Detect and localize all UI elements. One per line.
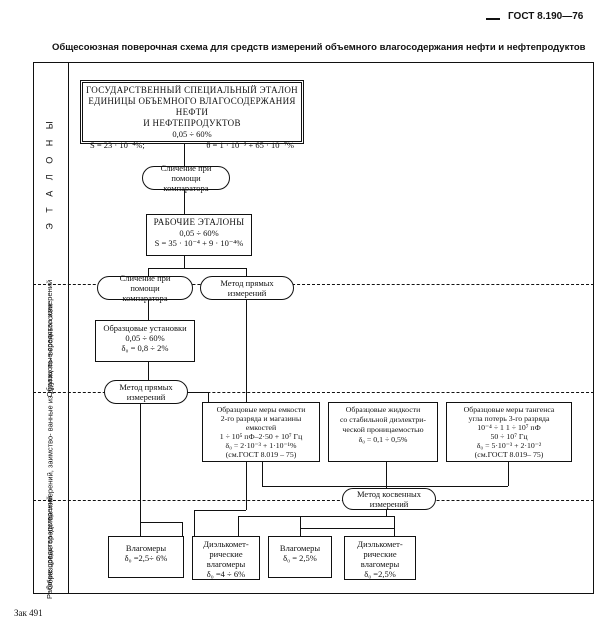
- work-instrument-delta: δ₀ =4 ÷ 6%: [206, 569, 246, 579]
- connector: [300, 528, 394, 530]
- work-instrument-3: Влагомеры δ₀ = 2,5%: [268, 536, 332, 578]
- separator-3: [33, 500, 594, 501]
- obr-ustanovki-delta: δ₀ = 0,8 ÷ 2%: [121, 343, 169, 353]
- connector: [148, 268, 246, 270]
- connector: [184, 188, 186, 214]
- direct-method-1: Метод прямых измерений: [200, 276, 294, 300]
- work-instrument-1: Влагомеры δ₀ =2,5÷ 6%: [108, 536, 184, 578]
- header-dash: [486, 18, 500, 20]
- connector: [386, 508, 388, 516]
- working-etalon-s: S = 35 · 10⁻⁴ + 9 · 10⁻⁴%: [154, 238, 244, 248]
- connector: [262, 462, 264, 486]
- indirect-method: Метод косвенных измерений: [342, 488, 436, 510]
- connector: [140, 404, 142, 536]
- section-label-column: [33, 62, 69, 594]
- state-etalon-title: ГОСУДАРСТВЕННЫЙ СПЕЦИАЛЬНЫЙ ЭТАЛОН ЕДИНИ…: [86, 85, 298, 128]
- work-instrument-name: Влагомеры: [279, 543, 321, 553]
- connector: [246, 268, 248, 276]
- connector: [184, 392, 208, 394]
- connector: [148, 268, 150, 276]
- obr-ustanovki-title: Образцовые установки: [103, 323, 187, 333]
- page-title: Общесоюзная поверочная схема для средств…: [52, 42, 586, 53]
- stable-liquids-box: Образцовые жидкости со стабильной диэлек…: [328, 402, 438, 462]
- connector: [262, 486, 508, 488]
- scheme-frame: [33, 62, 594, 594]
- work-instrument-name: Диэлькомет- рические влагомеры: [203, 539, 249, 569]
- capacity-measures-box: Образцовые меры емкости 2-го разряда и м…: [202, 402, 320, 462]
- connector: [394, 516, 396, 536]
- footer-order: Зак 491: [14, 608, 43, 618]
- connector: [238, 516, 394, 518]
- connector: [194, 510, 196, 536]
- work-instrument-delta: δ₀ = 2,5%: [283, 553, 317, 563]
- working-etalon-range: 0,05 ÷ 60%: [179, 228, 219, 238]
- standard-code: ГОСТ 8.190—76: [508, 11, 584, 22]
- separator-1: [33, 284, 594, 285]
- working-etalon-box: РАБОЧИЕ ЭТАЛОНЫ 0,05 ÷ 60% S = 35 · 10⁻⁴…: [146, 214, 252, 256]
- obr-ustanovki-range: 0,05 ÷ 60%: [125, 333, 165, 343]
- connector: [508, 462, 510, 486]
- connector: [140, 522, 182, 524]
- connector: [208, 392, 210, 402]
- work-instrument-name: Диэлькомет- рические влагомеры: [357, 539, 403, 569]
- work-instrument-delta: δ₀ =2,5%: [364, 569, 396, 579]
- connector: [300, 516, 302, 536]
- obr-ustanovki-box: Образцовые установки 0,05 ÷ 60% δ₀ = 0,8…: [95, 320, 195, 362]
- working-etalon-title: РАБОЧИЕ ЭТАЛОНЫ: [153, 217, 245, 227]
- work-instrument-2: Диэлькомет- рические влагомеры δ₀ =4 ÷ 6…: [192, 536, 260, 580]
- work-instrument-delta: δ₀ =2,5÷ 6%: [124, 553, 168, 563]
- state-etalon-box: ГОСУДАРСТВЕННЫЙ СПЕЦИАЛЬНЫЙ ЭТАЛОН ЕДИНИ…: [80, 80, 304, 150]
- compare-comparator-1: Сличение при помощи компаратора: [142, 163, 230, 193]
- connector: [194, 510, 246, 512]
- work-instrument-name: Влагомеры: [125, 543, 167, 553]
- connector: [238, 516, 240, 536]
- work-instrument-4: Диэлькомет- рические влагомеры δ₀ =2,5%: [344, 536, 416, 580]
- connector: [184, 144, 186, 166]
- separator-2: [33, 392, 594, 393]
- connector: [184, 256, 186, 268]
- section-label-etalony: Э Т А Л О Н Ы: [44, 116, 55, 230]
- state-etalon-s: S = 23 · 10⁻⁴%;: [90, 140, 145, 150]
- connector: [182, 522, 184, 536]
- state-etalon-theta: θ = 1 · 10⁻³ + 65 · 10⁻⁷%: [206, 140, 294, 150]
- direct-method-2: Метод прямых измерений: [104, 380, 188, 404]
- connector: [148, 362, 150, 380]
- section-label-rabochie: Рабочие средства измерений: [45, 495, 55, 599]
- section-label-borrowed: Образцовые средства измерений, заимство-…: [45, 302, 55, 590]
- connector: [386, 462, 388, 486]
- tangent-measures-box: Образцовые меры тангенса угла потерь 3-г…: [446, 402, 572, 462]
- state-etalon-range: 0,05 ÷ 60%: [172, 129, 212, 139]
- connector: [148, 300, 150, 320]
- compare-comparator-2: Сличение при помощи компаратора: [97, 273, 193, 303]
